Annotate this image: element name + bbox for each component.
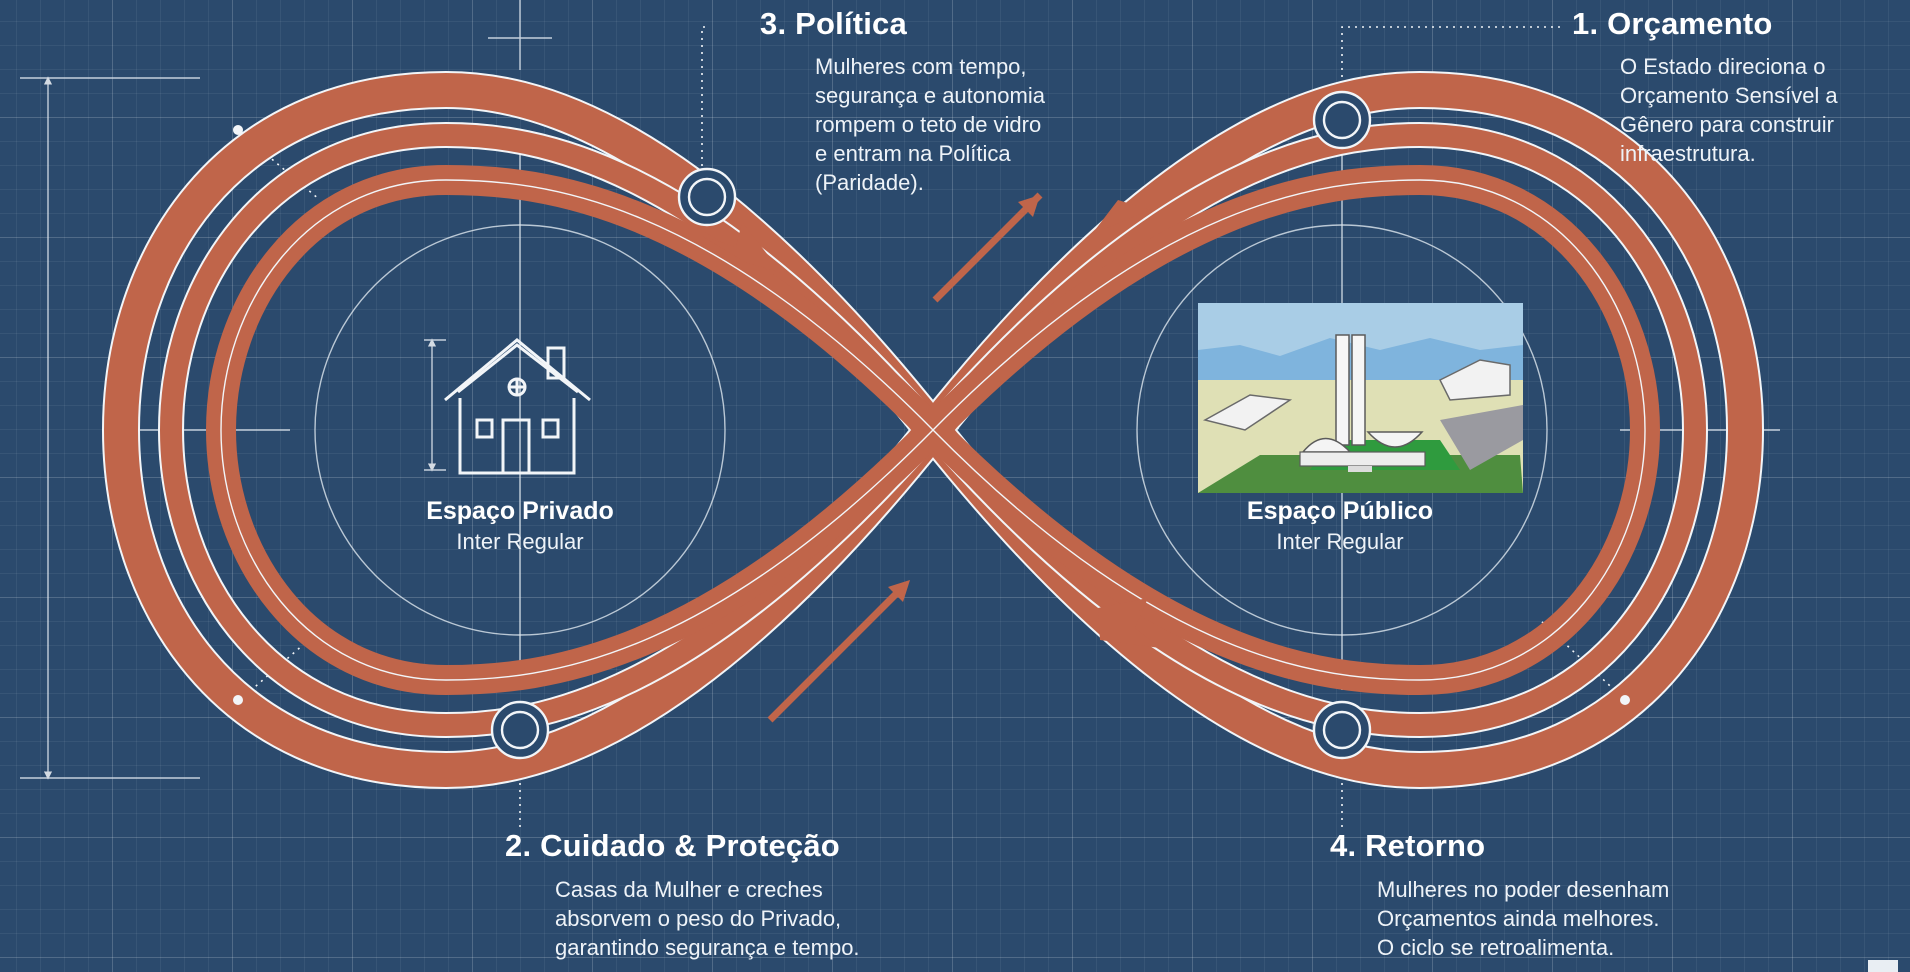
public-space-subtitle: Inter Regular [1276,529,1404,554]
guide-circles [314,224,1548,636]
step-4-title: 4. Retorno [1330,828,1486,863]
track-centerline [220,179,1646,681]
private-space-title: Espaço Privado [426,497,614,525]
arrow-up-orcamento [1092,200,1150,234]
flow-arrows [700,192,1160,723]
node-cuidado [490,700,550,760]
house-icon [444,338,591,475]
corner-dots [233,125,1630,705]
step-3-description: Mulheres com tempo, segurança e autonomi… [815,54,1045,195]
arrow-line-upper [932,192,1043,303]
arrow-retorno [1098,598,1160,648]
public-space-title: Espaço Público [1246,497,1434,525]
node-politica [677,167,737,227]
node-retorno [1312,700,1372,760]
step-4-description: Mulheres no poder desenham Orçamentos ai… [1377,877,1670,960]
node-orcamento [1312,90,1372,150]
step-1-description: O Estado direciona o Orçamento Sensível … [1620,54,1838,166]
step-3-title: 3. Política [760,6,907,41]
arrow-down-politica [700,222,782,273]
track-nodes [490,90,1372,760]
congress-building-image [1198,303,1523,493]
infinity-tracks [101,70,1765,790]
step-2-description: Casas da Mulher e creches absorvem o pes… [555,877,860,960]
step-2-title: 2. Cuidado & Proteção [505,828,840,863]
corner-mark [1868,960,1898,972]
step-1-title: 1. Orçamento [1572,6,1773,41]
arrow-line-lower [767,582,908,723]
private-space-subtitle: Inter Regular [456,529,584,554]
